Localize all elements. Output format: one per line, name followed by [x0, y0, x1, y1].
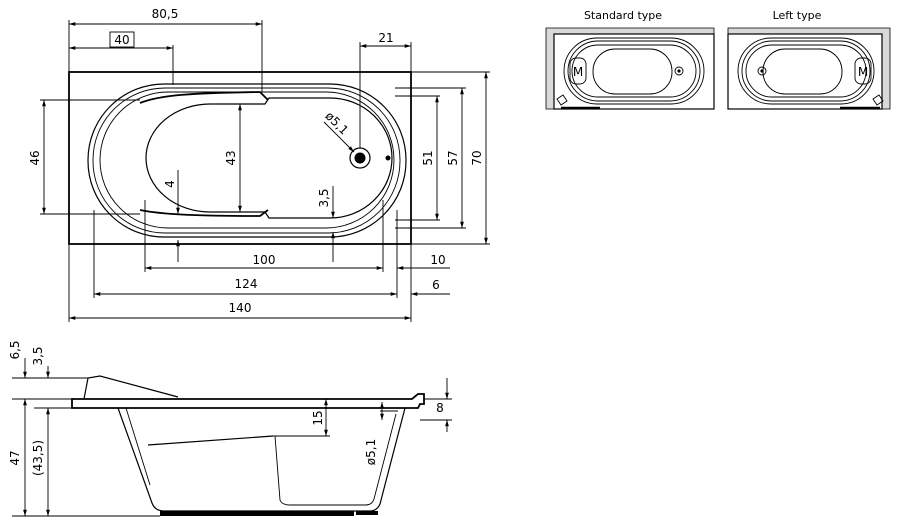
top-view: 140 124 100 10 6 80,5 40 21 70 57 51 46 … [28, 7, 490, 322]
left-motor-letter: M [858, 65, 868, 79]
left-basin [762, 48, 843, 95]
dim-57: 57 [446, 150, 460, 165]
dim-10: 10 [430, 253, 445, 267]
standard-type-view: Standard type M [545, 9, 715, 110]
foot-left [160, 511, 354, 516]
dim-15: 15 [311, 410, 325, 425]
left-type-view: Left type M [727, 9, 891, 110]
seat-line [147, 435, 274, 446]
left-drain [757, 66, 767, 76]
left-tub-outline [727, 33, 883, 110]
standard-corner-fitting [556, 94, 568, 106]
dim-80-5: 80,5 [152, 7, 179, 21]
standard-type-label: Standard type [584, 9, 662, 22]
dim-43: 43 [224, 150, 238, 165]
dim-8: 8 [436, 401, 444, 415]
dim-3-5-top: 3,5 [317, 188, 331, 207]
overflow-hole [385, 155, 391, 161]
left-motor-box [854, 57, 872, 85]
foot-right [356, 511, 378, 515]
drain-leader [323, 121, 355, 153]
basin-floor [145, 97, 393, 219]
dim-47: 47 [8, 450, 22, 465]
left-type-label: Left type [773, 9, 822, 22]
dim-43-5: (43,5) [31, 440, 45, 476]
dim-4: 4 [163, 180, 177, 188]
standard-drain [674, 66, 684, 76]
armrest-bottom [139, 209, 269, 217]
tub-inner-side [125, 407, 397, 506]
dim-3-5-side: 3,5 [31, 346, 45, 365]
standard-motor-box [569, 57, 587, 85]
headrest [83, 375, 179, 400]
basin-outline-1 [87, 83, 407, 238]
dim-drain-diameter: ø5,1 [323, 109, 352, 138]
standard-basin [592, 48, 673, 95]
dim-124: 124 [235, 277, 258, 291]
side-view: 6,5 3,5 47 (43,5) 15 ø5,1 8 [8, 340, 452, 517]
dim-overflow-diameter: ø5,1 [364, 439, 378, 465]
standard-motor-letter: M [573, 65, 583, 79]
tub-body-side [117, 407, 406, 512]
left-corner-fitting [872, 94, 884, 106]
dim-51: 51 [421, 150, 435, 165]
dim-140: 140 [229, 301, 252, 315]
dim-6: 6 [432, 278, 440, 292]
basin-outline-2 [92, 87, 401, 234]
standard-tub-outline [553, 33, 715, 110]
drain-inner [354, 152, 366, 164]
dim-100: 100 [253, 253, 276, 267]
dim-70: 70 [470, 150, 484, 165]
boxed-40-frame [109, 31, 135, 48]
dim-40-boxed: 40 [114, 33, 129, 47]
armrest-top [139, 91, 269, 104]
dim-46: 46 [28, 150, 42, 165]
dim-6-5: 6,5 [8, 340, 22, 359]
dim-21: 21 [378, 31, 393, 45]
tub-rim-side [71, 393, 425, 409]
